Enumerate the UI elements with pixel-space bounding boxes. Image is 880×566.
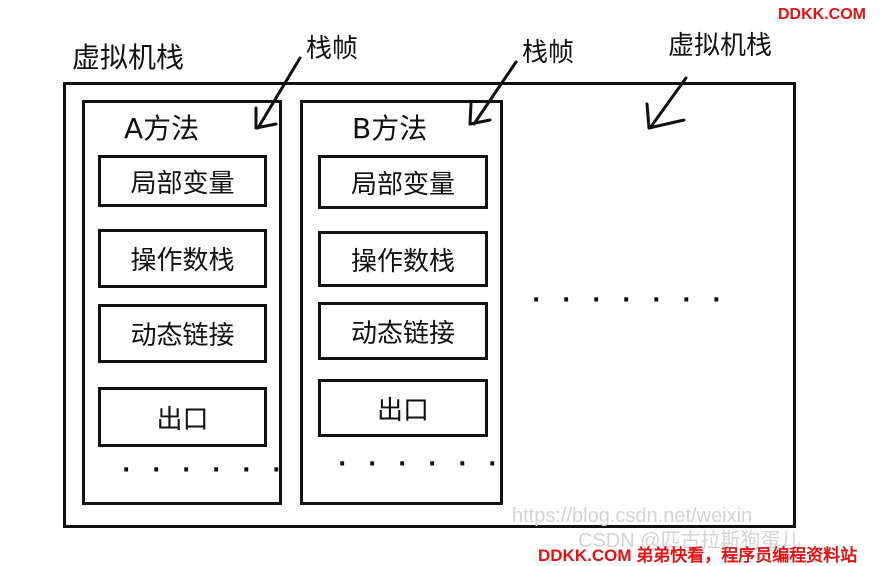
frame-b-arrow-icon [468, 60, 518, 126]
jvm-stack-label: 虚拟机栈 [72, 41, 185, 74]
frame-b-dynamic-linking: 动态链接 [318, 302, 488, 360]
frame-b-local-variables: 局部变量 [318, 155, 488, 209]
watermark-url: https://blog.csdn.net/weixin [512, 505, 753, 527]
frame-b-operand-stack: 操作数栈 [318, 231, 488, 287]
stack-frame-b [300, 100, 503, 505]
jvm-stack-arrow-icon [645, 76, 688, 130]
jvm-stack-box [63, 82, 796, 528]
stack-frame-a [82, 100, 282, 505]
more-frames-ellipsis: · · · · · · · [532, 288, 728, 313]
frame-b-title: B方法 [352, 112, 428, 145]
frame-a-title: A方法 [124, 112, 200, 145]
frame-b-return-address: 出口 [318, 379, 488, 437]
watermark-bottom: DDKK.COM 弟弟快看，程序员编程资料站 [538, 546, 858, 565]
watermark-csdn: CSDN @匹古拉斯狗蛋儿 [578, 530, 801, 552]
frame-b-ellipsis: · · · · · · [338, 452, 504, 477]
frame-a-dynamic-linking: 动态链接 [98, 304, 267, 363]
frame-a-return-address: 出口 [98, 387, 267, 447]
frame-a-ellipsis: · · · · · · [122, 458, 288, 483]
frame-a-operand-stack: 操作数栈 [98, 229, 267, 288]
jvm-stack-pointer-label: 虚拟机栈 [668, 31, 773, 61]
frame-a-arrow-icon [254, 56, 302, 130]
frame-a-local-variables: 局部变量 [98, 155, 267, 207]
watermark-top-right: DDKK.COM [778, 6, 866, 23]
frame-a-pointer-label: 栈帧 [306, 34, 359, 64]
frame-b-pointer-label: 栈帧 [522, 38, 575, 68]
